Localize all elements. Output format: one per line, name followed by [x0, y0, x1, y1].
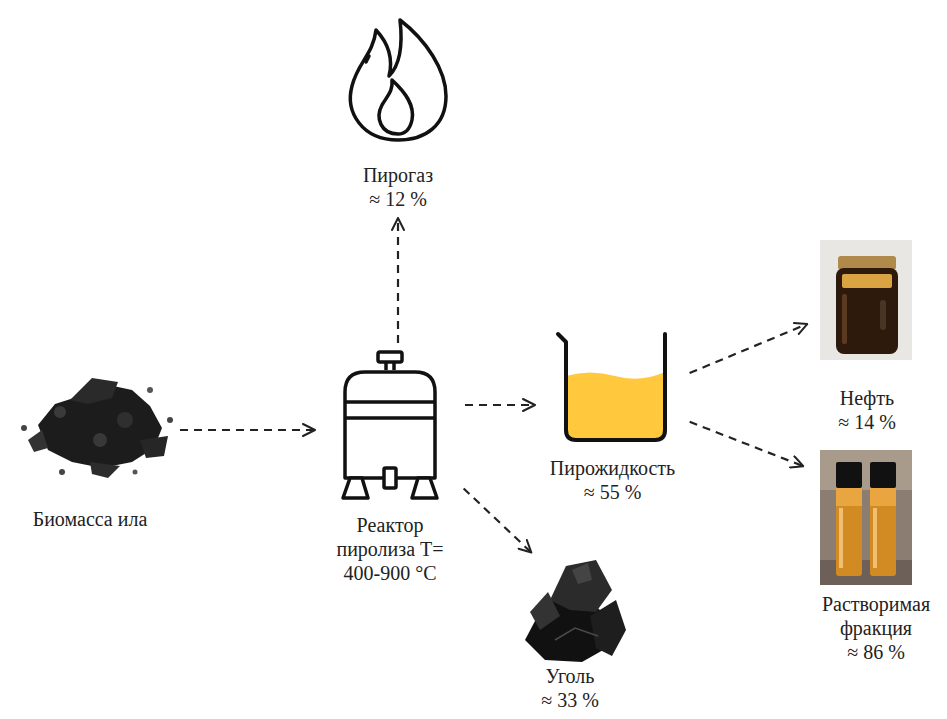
coal-image-part	[572, 563, 592, 584]
icon-space	[810, 446, 942, 592]
sludge-biomass-image-part	[70, 378, 118, 404]
oil-jar-photo-part	[880, 300, 886, 330]
sludge-biomass-image-part	[140, 436, 168, 458]
node-label: Пирожидкость	[542, 456, 683, 480]
node-value: ≈ 33 %	[512, 688, 628, 712]
dashed-arrow	[690, 324, 808, 373]
beaker-icon-part	[558, 334, 665, 440]
icon-space	[542, 326, 683, 456]
oil-jar-photo-part	[836, 268, 898, 354]
vials-photo-part	[870, 488, 896, 576]
node-value: ≈ 14 %	[814, 410, 920, 434]
vials-photo-part	[836, 488, 862, 576]
node-label: Уголь	[512, 664, 628, 688]
node-value: ≈ 86 %	[810, 640, 942, 664]
oil-jar-photo-part	[842, 294, 847, 344]
vials-photo	[820, 450, 912, 585]
sludge-biomass-image-part	[90, 462, 120, 478]
sludge-biomass-image-part	[28, 430, 48, 452]
flame-icon	[350, 20, 446, 140]
flame-icon-part	[366, 56, 369, 62]
icon-space	[512, 556, 628, 664]
pyrolysis-reactor-icon-part	[384, 468, 396, 488]
coal-image-part	[550, 560, 612, 612]
sludge-biomass-image-part	[167, 417, 173, 423]
flame-icon-part	[379, 80, 412, 134]
vials-photo-part	[836, 488, 862, 506]
vials-photo-part	[870, 462, 896, 488]
sludge-biomass-image-part	[93, 433, 107, 447]
pyrolysis-reactor-icon-part	[386, 362, 394, 370]
icon-space	[814, 236, 920, 386]
oil-jar-photo-part	[838, 256, 896, 270]
dashed-arrow	[180, 429, 315, 431]
icon-space	[340, 15, 456, 163]
sludge-biomass-image-part	[133, 470, 138, 475]
node-label: Нефть	[814, 386, 920, 410]
dashed-arrow	[690, 422, 804, 466]
node-label: Биомасса ила	[7, 507, 173, 531]
sludge-biomass-image-part	[21, 425, 27, 431]
vials-photo-part	[836, 462, 862, 488]
oil-jar-photo-part	[842, 274, 892, 288]
node-label: Реактор пиролиза T= 400-900 °C	[322, 513, 458, 585]
beaker-icon	[558, 334, 665, 440]
product-node: Пирожидкость≈ 55 %	[540, 326, 685, 506]
beaker-icon-part	[566, 372, 665, 440]
oil-jar-photo-part	[820, 240, 912, 360]
pyrolysis-reactor-icon	[343, 352, 437, 498]
coal-image-part	[530, 592, 560, 630]
pyrolysis-reactor-icon-part	[412, 478, 437, 498]
node-value: ≈ 55 %	[542, 480, 683, 504]
vials-photo-part	[873, 508, 877, 568]
pyrolysis-reactor-icon-part	[345, 372, 435, 478]
pyrolysis-reactor-icon-part	[345, 402, 435, 418]
sludge-biomass-image-part	[59, 469, 65, 475]
vials-photo-part	[870, 488, 896, 506]
node-label: Растворимая фракция	[810, 592, 942, 640]
product-node: Уголь≈ 33 %	[510, 556, 630, 714]
icon-space	[322, 348, 458, 513]
icon-space	[7, 372, 173, 507]
coal-image	[525, 560, 626, 662]
coal-image-part	[590, 600, 626, 656]
coal-image-part	[555, 628, 598, 640]
pyrolysis-reactor-icon-part	[378, 352, 402, 362]
oil-jar-photo	[820, 240, 912, 360]
product-node: Пирогаз≈ 12 %	[338, 15, 458, 213]
vials-photo-part	[820, 450, 912, 490]
dashed-arrow	[464, 488, 532, 552]
vials-photo-part	[839, 508, 843, 568]
vials-photo-part	[820, 560, 912, 585]
sludge-biomass-image-part	[54, 406, 66, 418]
node-label: Пирогаз	[340, 163, 456, 187]
flame-icon-part	[350, 20, 446, 140]
node-value: ≈ 12 %	[340, 187, 456, 211]
sludge-biomass-image-part	[117, 412, 133, 428]
dashed-arrow	[465, 404, 535, 406]
reactor-node: Реактор пиролиза T= 400-900 °C	[320, 348, 460, 587]
sludge-biomass-image	[21, 378, 173, 478]
dashed-arrow	[397, 218, 399, 343]
product-node: Нефть≈ 14 %	[812, 236, 922, 436]
sludge-biomass-image-part	[147, 387, 153, 393]
feedstock-node: Биомасса ила	[5, 372, 175, 533]
product-node: Растворимая фракция≈ 86 %	[808, 446, 944, 666]
vials-photo-part	[820, 450, 912, 585]
pyrolysis-reactor-icon-part	[343, 478, 368, 498]
